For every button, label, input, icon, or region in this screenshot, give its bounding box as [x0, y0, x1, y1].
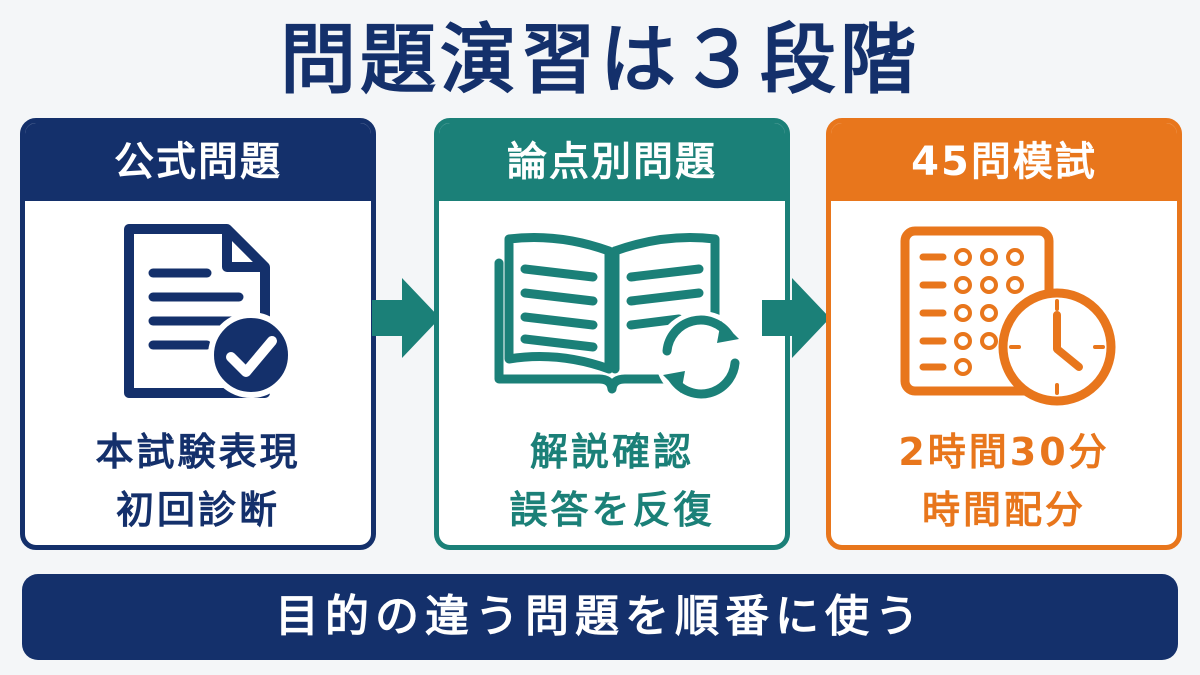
arrow-right-icon [762, 274, 832, 362]
step-card-mock-exam: 45問模試 [826, 118, 1182, 550]
step-card-heading: 公式問題 [25, 123, 371, 201]
document-check-icon [25, 211, 371, 411]
step-card-topic: 論点別問題 解説確認 [434, 118, 790, 550]
page-title: 問題演習は３段階 [280, 15, 920, 104]
card-line: 解説確認 [529, 430, 694, 474]
step-card-heading: 45問模試 [831, 123, 1177, 201]
step-card-official: 公式問題 本試験表現 初回診断 [20, 118, 376, 550]
book-repeat-icon [439, 211, 785, 411]
card-line: 本試験表現 [95, 430, 301, 474]
step-card-heading: 論点別問題 [439, 123, 785, 201]
card-line: 2時間30分 [898, 430, 1110, 474]
card-line: 誤答を反復 [509, 488, 715, 532]
footer-banner: 目的の違う問題を順番に使う [22, 574, 1178, 660]
card-line: 時間配分 [921, 488, 1086, 532]
answer-sheet-clock-icon [831, 211, 1177, 411]
card-line: 初回診断 [115, 488, 280, 532]
arrow-right-icon [372, 274, 442, 362]
